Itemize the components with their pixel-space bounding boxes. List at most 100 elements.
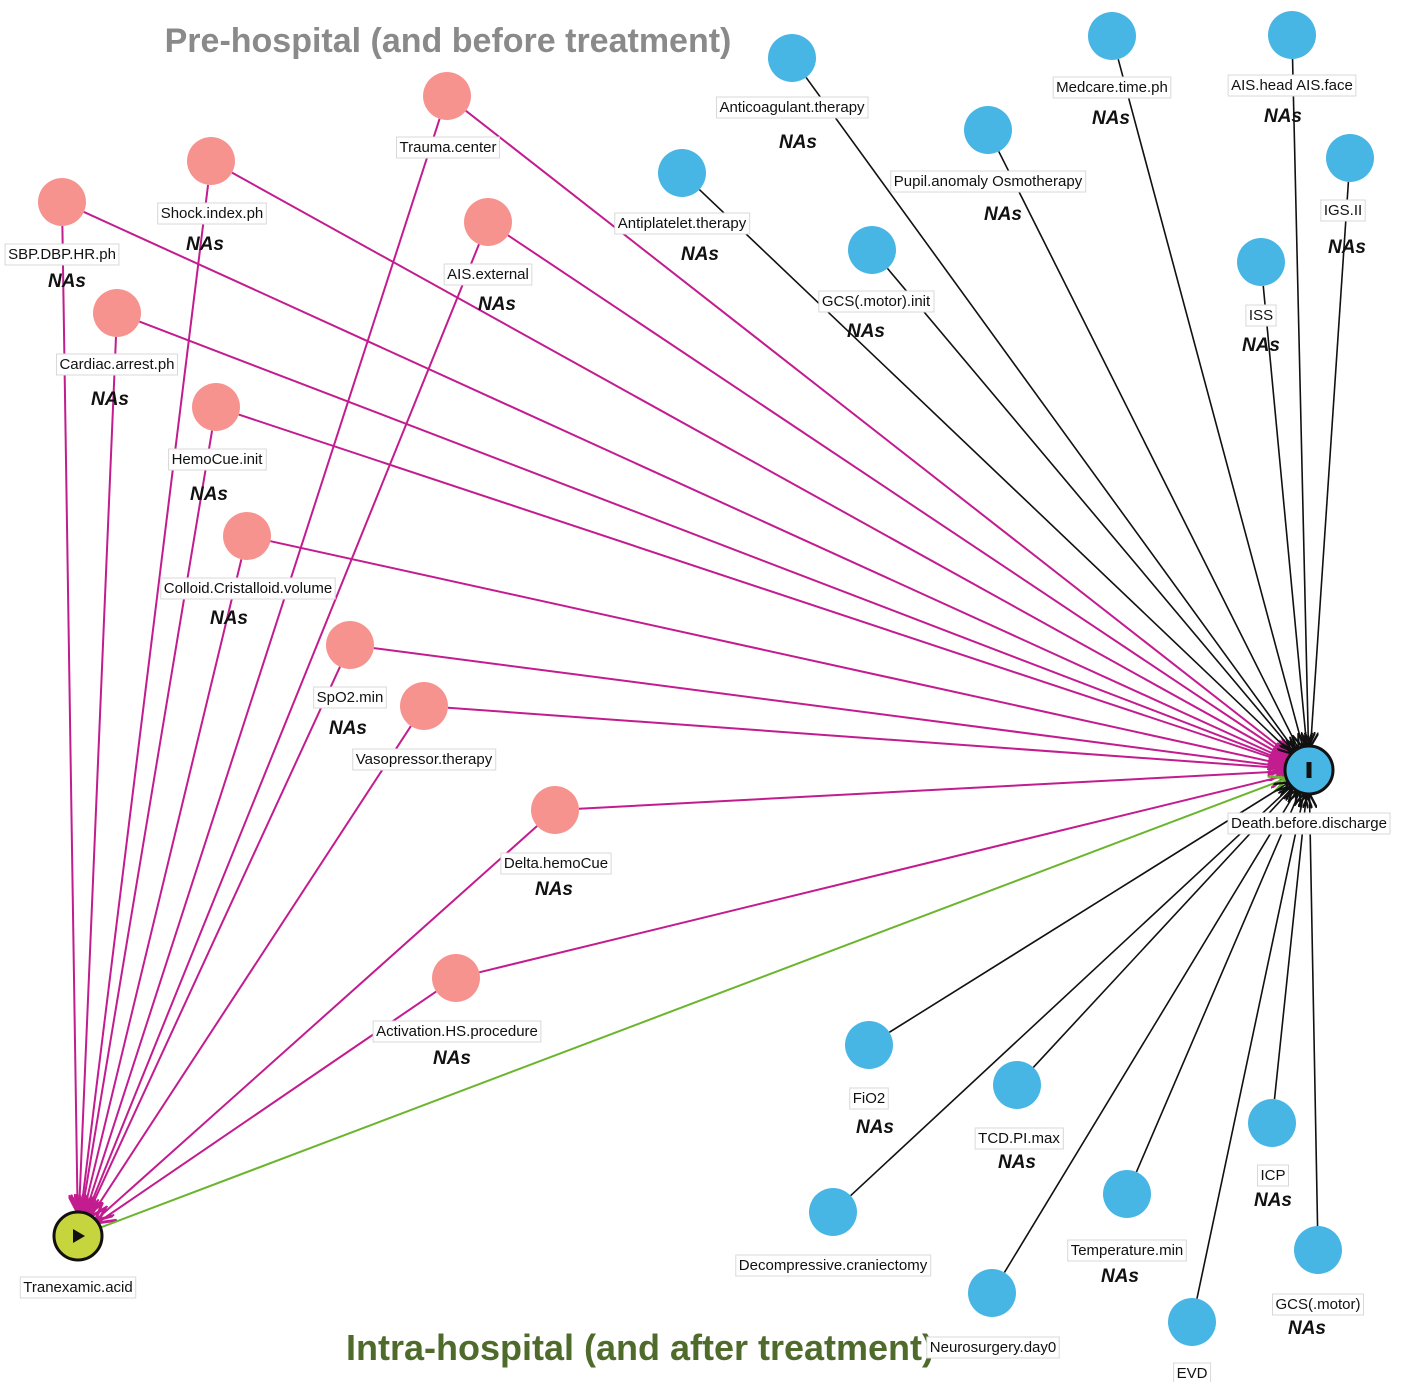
node-label-tranexamic: Tranexamic.acid — [23, 1279, 132, 1296]
missing-data-note-iss: NAs — [1242, 335, 1280, 356]
node-circle-vasopressor[interactable] — [400, 682, 448, 730]
node-circle-pupil[interactable] — [964, 106, 1012, 154]
node-circle-trauma_center[interactable] — [423, 72, 471, 120]
node-label-box-evd — [1173, 1362, 1212, 1382]
node-circle-shock_index[interactable] — [187, 137, 235, 185]
node-circle-sbp[interactable] — [38, 178, 86, 226]
node-label-death: Death.before.discharge — [1231, 815, 1387, 832]
edges-layer — [61, 58, 1350, 1299]
node-label-box-tranexamic — [19, 1276, 137, 1299]
node-circle-temperature[interactable] — [1103, 1170, 1151, 1218]
node-circle-hemocue_init[interactable] — [192, 383, 240, 431]
node-label-box-vasopressor — [352, 748, 497, 771]
edge-activation_hs-to-death — [479, 776, 1284, 974]
node-gcs_motor[interactable]: GCS(.motor)NAs — [1271, 1226, 1365, 1339]
node-label-box-spo2 — [313, 686, 387, 709]
outcome-bar-icon — [1306, 762, 1312, 778]
missing-data-note-shock_index: NAs — [186, 234, 224, 255]
missing-data-note-pupil: NAs — [984, 204, 1022, 225]
node-iss[interactable]: ISS NAs — [1237, 238, 1285, 356]
node-label-box-cardiac_arrest — [55, 353, 179, 376]
node-circle-activation_hs[interactable] — [432, 954, 480, 1002]
node-circle-ais_head[interactable] — [1268, 11, 1316, 59]
missing-data-note-sbp: NAs — [48, 271, 86, 292]
missing-data-note-ais_head: NAs — [1264, 106, 1302, 127]
missing-data-note-cardiac_arrest: NAs — [91, 389, 129, 410]
node-vasopressor[interactable]: Vasopressor.therapy — [352, 682, 497, 771]
edge-spo2-to-tranexamic — [88, 666, 341, 1213]
edge-delta_hemocue-to-death — [578, 771, 1284, 810]
node-label-shock_index: Shock.index.ph — [161, 205, 264, 222]
node-label-iss: ISS — [1249, 307, 1273, 324]
missing-data-note-icp: NAs — [1254, 1190, 1292, 1211]
node-tranexamic[interactable]: Tranexamic.acid — [19, 1210, 137, 1299]
edge-hemocue_init-to-tranexamic — [82, 430, 214, 1212]
edge-tranexamic-to-death — [100, 779, 1285, 1229]
node-circle-gcs_motor[interactable] — [1294, 1226, 1342, 1274]
edge-neurosurgery-to-death — [1003, 791, 1296, 1273]
node-label-box-igs — [1320, 199, 1366, 222]
node-circle-spo2[interactable] — [326, 621, 374, 669]
edge-gcs_motor-to-death — [1309, 795, 1319, 1227]
node-circle-evd[interactable] — [1168, 1298, 1216, 1346]
node-neurosurgery[interactable]: Neurosurgery.day0 — [926, 1269, 1060, 1359]
node-circle-gcs_motor_init[interactable] — [848, 226, 896, 274]
node-circle-decomp[interactable] — [809, 1188, 857, 1236]
node-circle-anticoag[interactable] — [768, 34, 816, 82]
node-label-ais_external: AIS.external — [447, 266, 529, 283]
edge-medcare-to-death — [1117, 58, 1302, 746]
node-circle-antiplatelet[interactable] — [658, 149, 706, 197]
missing-data-note-gcs_motor_init: NAs — [847, 321, 885, 342]
node-circle-colloid[interactable] — [223, 512, 271, 560]
node-label-pupil: Pupil.anomaly Osmotherapy — [894, 173, 1083, 190]
node-decomp[interactable]: Decompressive.craniectomy — [735, 1188, 932, 1277]
node-label-activation_hs: Activation.HS.procedure — [376, 1023, 538, 1040]
node-circle-tcd[interactable] — [993, 1061, 1041, 1109]
node-circle-medcare[interactable] — [1088, 12, 1136, 60]
missing-data-note-medcare: NAs — [1092, 108, 1130, 129]
missing-data-note-anticoag: NAs — [779, 132, 817, 153]
node-label-box-fio2 — [849, 1087, 889, 1110]
node-circle-ais_external[interactable] — [464, 198, 512, 246]
node-label-delta_hemocue: Delta.hemoCue — [504, 855, 608, 872]
node-death[interactable]: Death.before.discharge — [1227, 744, 1391, 835]
edge-shock_index-to-death — [231, 171, 1287, 758]
node-circle-fio2[interactable] — [845, 1021, 893, 1069]
node-circle-igs[interactable] — [1326, 134, 1374, 182]
node-label-temperature: Temperature.min — [1071, 1242, 1184, 1259]
node-label-gcs_motor_init: GCS(.motor).init — [822, 293, 931, 310]
node-circle-delta_hemocue[interactable] — [531, 786, 579, 834]
node-label-colloid: Colloid.Cristalloid.volume — [164, 580, 332, 597]
node-circle-cardiac_arrest[interactable] — [93, 289, 141, 337]
node-label-igs: IGS.II — [1324, 202, 1362, 219]
node-label-box-anticoag — [715, 96, 869, 119]
edge-gcs_motor_init-to-death — [886, 267, 1292, 750]
edge-vasopressor-to-death — [447, 706, 1284, 768]
node-trauma_center[interactable]: Trauma.center — [396, 72, 500, 159]
node-circle-neurosurgery[interactable] — [968, 1269, 1016, 1317]
node-evd[interactable]: EVD — [1168, 1298, 1216, 1382]
node-circle-icp[interactable] — [1248, 1099, 1296, 1147]
node-label-box-tcd — [974, 1127, 1064, 1150]
node-circle-iss[interactable] — [1237, 238, 1285, 286]
